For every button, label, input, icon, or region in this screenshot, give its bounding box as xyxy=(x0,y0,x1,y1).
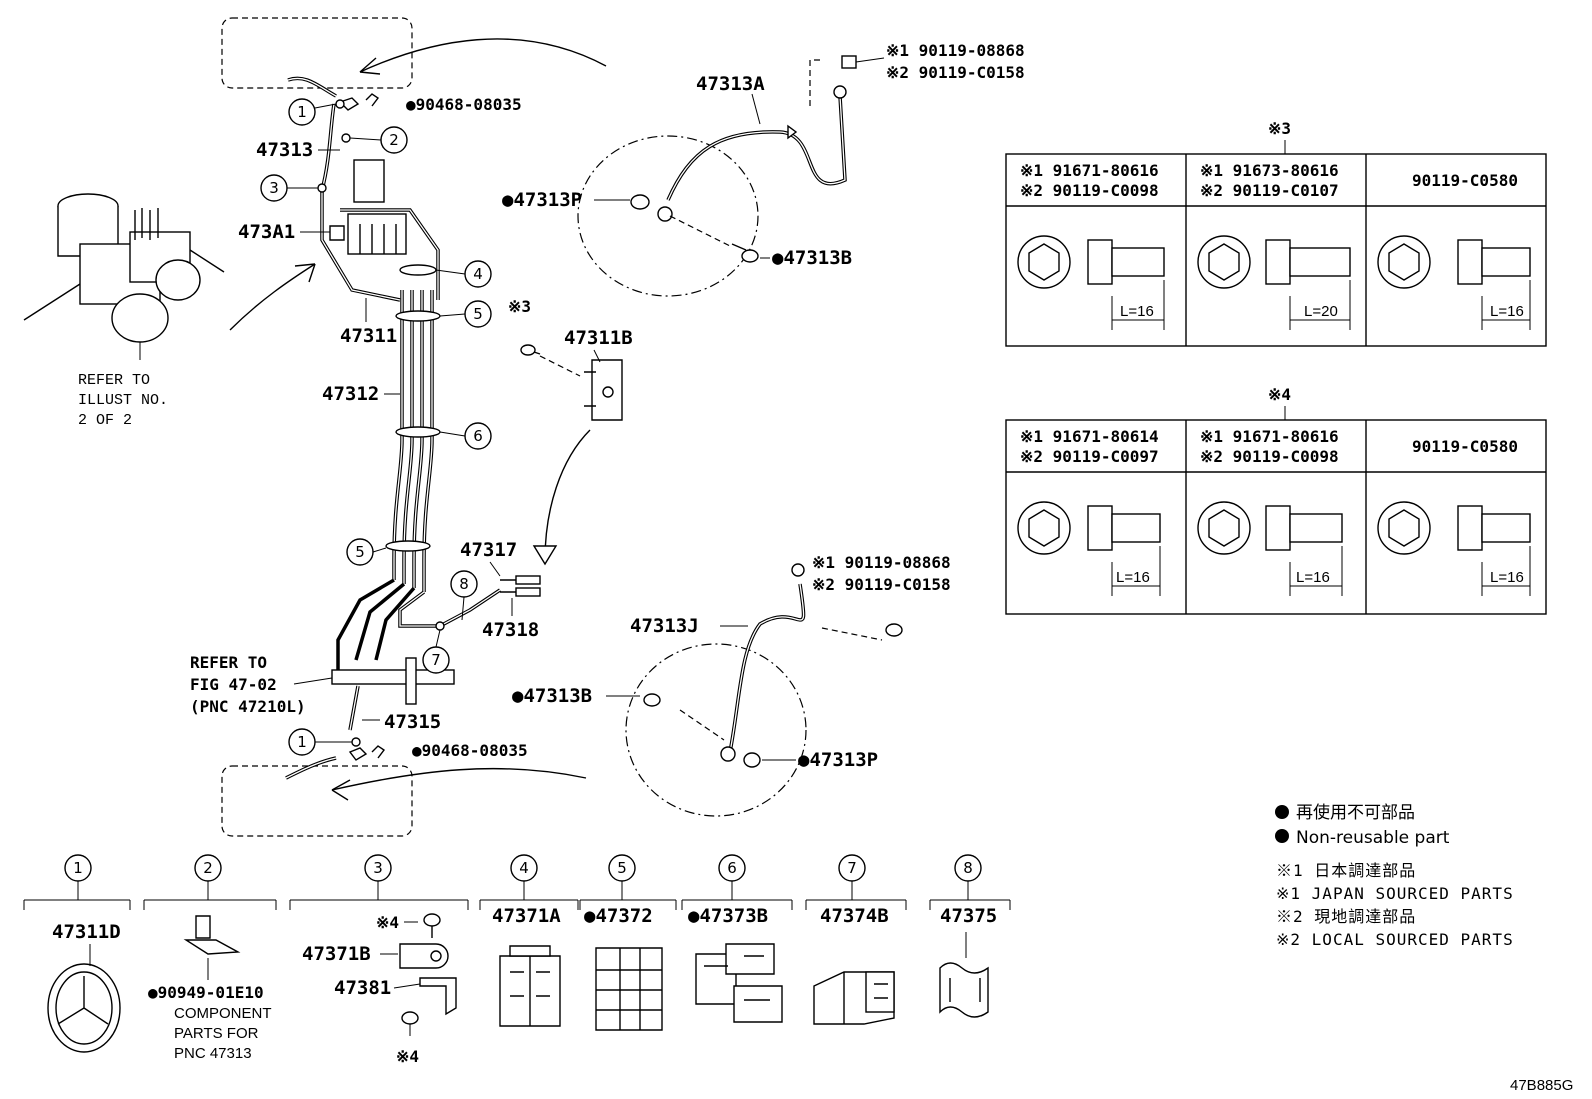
table4-c3-l1: 90119-C0580 xyxy=(1412,437,1518,456)
group-num: 8 xyxy=(963,859,973,877)
part-47317-label: 47317 xyxy=(460,539,517,561)
table3-c1-length: L=16 xyxy=(1120,303,1154,320)
group-num: 1 xyxy=(73,859,83,877)
part-47311D-label: 47311D xyxy=(52,921,121,943)
strap-top-bolt-local: ※2 90119-C0158 xyxy=(886,63,1025,82)
table3-c2-length: L=20 xyxy=(1304,303,1338,320)
callout-circle: 3 xyxy=(269,179,279,197)
gasket-bottom-label: ●47313P xyxy=(798,749,878,771)
part-47374B-label: 47374B xyxy=(820,905,889,927)
brake-tube-assembly xyxy=(317,99,541,747)
legend: 再使用不可部品 Non-reusable part ※1 日本調達部品 ※1 J… xyxy=(1275,802,1514,949)
component-note-2: PARTS FOR xyxy=(174,1025,259,1042)
group-num: 4 xyxy=(519,859,529,877)
legend-note2-jp: ※2 現地調達部品 xyxy=(1276,907,1416,926)
part-47372-label: ●47372 xyxy=(584,905,653,927)
table-ref3-title: ※3 xyxy=(1268,119,1291,138)
callout-circle: 2 xyxy=(389,131,399,149)
part-47315-label: 47315 xyxy=(384,711,441,733)
table3-c3-l1: 90119-C0580 xyxy=(1412,171,1518,190)
table4-c1-l1: ※1 91671-80614 xyxy=(1020,427,1159,446)
part-47373B-label: ●47373B xyxy=(688,905,768,927)
ground-strap-47313J xyxy=(625,563,903,817)
gasket-top-label: ●47313P xyxy=(502,189,582,211)
part-47371B-label: 47371B xyxy=(302,943,371,965)
table3-c3-length: L=16 xyxy=(1490,303,1524,320)
part-47312-label: 47312 xyxy=(322,383,379,405)
table4-c1-l2: ※2 90119-C0097 xyxy=(1020,447,1159,466)
callout-circle: 8 xyxy=(459,575,469,593)
union-clip-label: ●90949-01E10 xyxy=(148,983,264,1002)
group-num: 7 xyxy=(847,859,857,877)
table-ref4-title: ※4 xyxy=(1268,385,1291,404)
bottom-parts-row: 1 47311D 2 ●90949-01E10 COMPONENT PARTS … xyxy=(23,854,1011,1066)
part-47313J-label: 47313J xyxy=(630,615,699,637)
table4-c2-length: L=16 xyxy=(1296,569,1330,586)
ground-ref-bottom: ※4 xyxy=(396,1047,419,1066)
table3-c1-l1: ※1 91671-80616 xyxy=(1020,161,1159,180)
refer-illust-line1: REFER TO xyxy=(78,372,150,389)
strap-mid-bolt-local: ※2 90119-C0158 xyxy=(812,575,951,594)
refer-fig-line2: FIG 47-02 xyxy=(190,675,277,694)
callout-circle: 7 xyxy=(431,651,441,669)
bottom-connection-detail xyxy=(221,745,587,837)
bolt-table-ref4: ※4 ※1 91671-80614 ※2 90119-C0097 ※1 9167… xyxy=(1005,385,1547,615)
table3-c2-l2: ※2 90119-C0107 xyxy=(1200,181,1339,200)
callout-circle: 4 xyxy=(473,265,483,283)
legend-note1-jp: ※1 日本調達部品 xyxy=(1276,861,1416,880)
table4-c1-length: L=16 xyxy=(1116,569,1150,586)
strap-top-bolt-japan: ※1 90119-08868 xyxy=(886,41,1025,60)
brake-actuator-illustration xyxy=(23,193,316,360)
table4-c2-l1: ※1 91671-80616 xyxy=(1200,427,1339,446)
table4-c3-length: L=16 xyxy=(1490,569,1524,586)
part-47375-label: 47375 xyxy=(940,905,997,927)
part-47311B-label: 47311B xyxy=(564,327,633,349)
bolt-table-ref3: ※3 ※1 91671-80616 ※2 90119-C0098 ※1 9167… xyxy=(1005,119,1547,347)
bolt-bottom-label: ●47313B xyxy=(512,685,592,707)
refer-illust-line3: 2 OF 2 xyxy=(78,412,132,429)
part-473A1-label: 473A1 xyxy=(238,221,295,243)
legend-nonreusable-jp: 再使用不可部品 xyxy=(1296,802,1415,823)
bolt-top-label: ●47313B xyxy=(772,247,852,269)
ground-ref-top: ※4 xyxy=(376,913,399,932)
legend-note1-en: ※1 JAPAN SOURCED PARTS xyxy=(1276,884,1514,903)
top-connection-detail xyxy=(221,17,607,111)
part-47371A-label: 47371A xyxy=(492,905,561,927)
callout-circle: 6 xyxy=(473,427,483,445)
refer-illust-line2: ILLUST NO. xyxy=(78,392,168,409)
component-note-1: COMPONENT xyxy=(174,1005,272,1022)
group-num: 6 xyxy=(727,859,737,877)
union-bolt-label: ●90468-08035 xyxy=(406,95,522,114)
callout-circle: 1 xyxy=(297,103,307,121)
union-bolt-bottom-label: ●90468-08035 xyxy=(412,741,528,760)
strap-mid-bolt-japan: ※1 90119-08868 xyxy=(812,553,951,572)
legend-nonreusable-en: Non-reusable part xyxy=(1296,828,1450,848)
legend-note2-en: ※2 LOCAL SOURCED PARTS xyxy=(1276,930,1514,949)
table4-c2-l2: ※2 90119-C0098 xyxy=(1200,447,1339,466)
numbered-callouts: 1 2 3 4 5 6 5 7 8 1 xyxy=(260,98,492,756)
part-47313-label: 47313 xyxy=(256,139,313,161)
table3-c1-l2: ※2 90119-C0098 xyxy=(1020,181,1159,200)
component-note-3: PNC 47313 xyxy=(174,1045,252,1062)
callout-circle: 5 xyxy=(473,305,483,323)
refer-fig-line3: (PNC 47210L) xyxy=(190,697,306,716)
part-47318-label: 47318 xyxy=(482,619,539,641)
bracket-bolt-ref: ※3 xyxy=(508,297,531,316)
refer-fig-line1: REFER TO xyxy=(190,653,267,672)
part-47311-label: 47311 xyxy=(340,325,397,347)
group-num: 5 xyxy=(617,859,627,877)
part-47381-label: 47381 xyxy=(334,977,391,999)
ground-strap-47313A xyxy=(577,55,857,297)
callout-labels: ●90468-08035 47313 473A1 47311 47312 473… xyxy=(78,41,1025,771)
callout-circle: 5 xyxy=(355,543,365,561)
bracket-47311B xyxy=(520,344,623,566)
part-47313A-label: 47313A xyxy=(696,73,765,95)
diagram-code: 47B885G xyxy=(1510,1077,1573,1094)
group-num: 2 xyxy=(203,859,213,877)
table3-c2-l1: ※1 91673-80616 xyxy=(1200,161,1339,180)
callout-circle: 1 xyxy=(297,733,307,751)
group-num: 3 xyxy=(373,859,383,877)
